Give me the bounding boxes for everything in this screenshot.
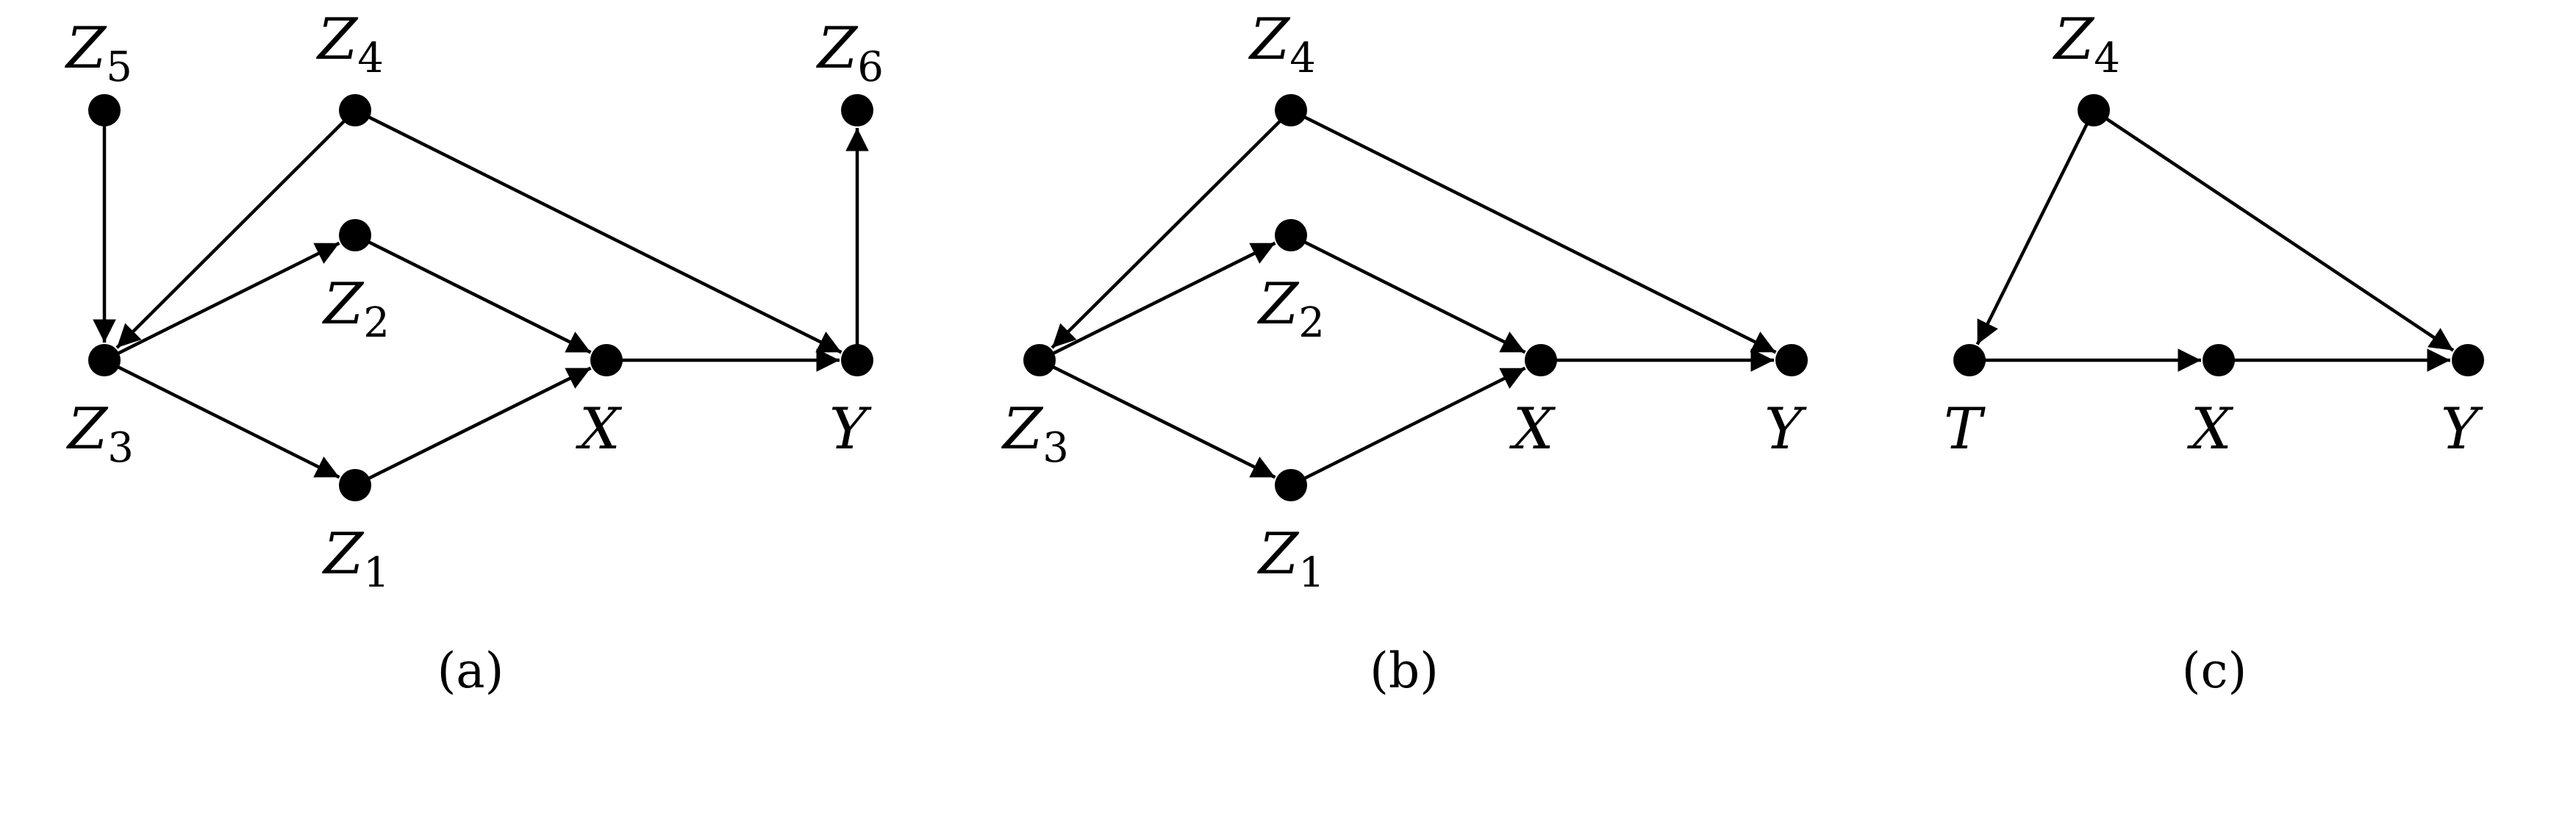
node-label-t: T	[1944, 396, 1986, 462]
edge-z3-to-z1	[1047, 362, 1276, 479]
node-label-x: X	[1509, 396, 1556, 462]
panel-caption: (b)	[1370, 642, 1439, 699]
edge-z4-to-y	[1298, 112, 1777, 354]
edge-z1-to-x	[1298, 366, 1526, 483]
node-label-z3: Z3	[65, 396, 134, 472]
edge-z3-to-z1	[112, 362, 340, 479]
node-x	[1525, 344, 1557, 376]
node-z4	[1275, 94, 1307, 126]
node-label-y: Y	[1764, 396, 1807, 462]
node-x	[590, 344, 623, 376]
edge-z3-to-z2	[1047, 241, 1276, 358]
node-z5	[88, 94, 121, 126]
node-z4	[2078, 94, 2110, 126]
edge-z4-to-z3	[1051, 115, 1286, 349]
node-label-z5: Z5	[64, 15, 132, 91]
node-z4	[339, 94, 371, 126]
node-z1	[1275, 469, 1307, 501]
node-y	[1775, 344, 1808, 376]
node-label-z4: Z4	[2052, 7, 2120, 82]
edge-z4-to-y	[2100, 114, 2455, 352]
edge-z4-to-z3	[115, 115, 350, 349]
node-label-z4: Z4	[1248, 7, 1316, 82]
node-label-x: X	[575, 396, 623, 462]
node-label-z1: Z1	[321, 521, 390, 597]
edge-z1-to-x	[362, 366, 592, 483]
node-y	[2452, 344, 2484, 376]
node-label-x: X	[2186, 396, 2234, 462]
node-label-z6: Z6	[815, 15, 884, 91]
node-z3	[1023, 344, 1056, 376]
node-z3	[88, 344, 121, 376]
edge-z4-to-t	[1975, 118, 2092, 345]
edge-z4-to-y	[362, 112, 842, 354]
panel-caption: (a)	[437, 642, 504, 699]
node-y	[841, 344, 873, 376]
node-label-z3: Z3	[1001, 396, 1069, 472]
node-z2	[339, 219, 371, 251]
node-z6	[841, 94, 873, 126]
node-label-y: Y	[829, 396, 872, 462]
node-label-y: Y	[2441, 396, 2483, 462]
node-label-z4: Z4	[315, 7, 384, 82]
node-z2	[1275, 219, 1307, 251]
panel-caption: (c)	[2182, 642, 2247, 699]
edge-z2-to-x	[1298, 237, 1526, 354]
node-z1	[339, 469, 371, 501]
node-label-z2: Z2	[1256, 271, 1325, 347]
node-label-z2: Z2	[321, 271, 390, 347]
edge-z3-to-z2	[112, 241, 340, 358]
panel-c: Z4T X Y (c)	[1944, 7, 2484, 699]
node-t	[1953, 344, 1986, 376]
node-x	[2203, 344, 2235, 376]
node-label-z1: Z1	[1256, 521, 1325, 597]
edge-z2-to-x	[362, 237, 592, 354]
